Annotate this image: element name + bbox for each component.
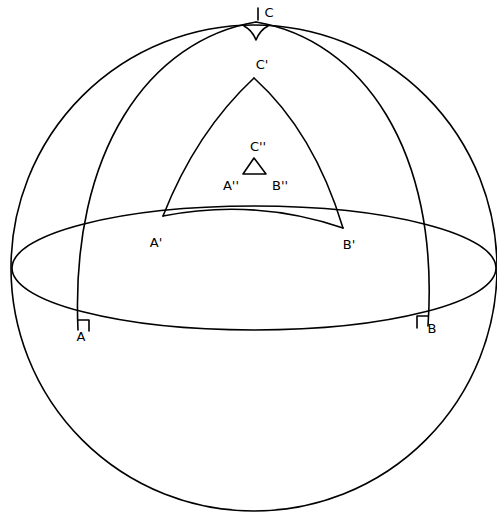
vertex-label: C: [264, 6, 273, 19]
triangle-side: [163, 78, 254, 216]
sphere-outline: [11, 25, 497, 511]
vertex-label: B': [343, 238, 356, 251]
angle-mark: [244, 26, 268, 40]
vertex-label: C': [256, 58, 269, 71]
right-angle-mark: [417, 316, 428, 328]
vertex-label: A': [150, 236, 162, 249]
great-arc-cb: [256, 22, 429, 326]
small-triangle: [243, 158, 266, 174]
great-arc-ca: [77, 22, 256, 330]
vertex-label: B'': [272, 179, 288, 192]
vertex-label: B: [428, 322, 437, 335]
triangle-side: [163, 209, 343, 228]
vertex-label: A'': [223, 179, 239, 192]
vertex-label: C'': [250, 140, 266, 153]
triangle-side: [254, 78, 343, 228]
vertex-label: A: [77, 330, 86, 343]
tick-mark: [257, 8, 259, 20]
